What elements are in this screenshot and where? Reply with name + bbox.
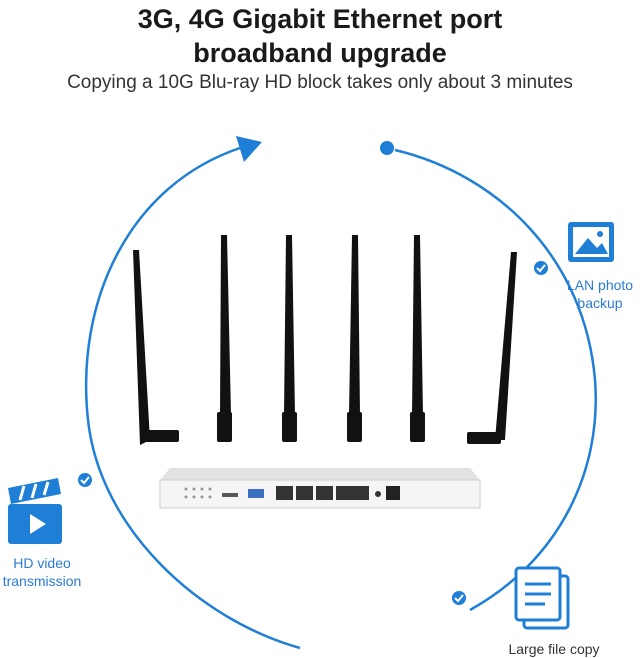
router-body [159,468,481,509]
lan-photo-label-line-2: backup [577,295,623,311]
circular-arc [84,146,597,650]
lan-photo-label: LAN photo backup [555,276,640,312]
headline-line-1: 3G, 4G Gigabit Ethernet port [137,4,503,34]
lan-photo-label-line-1: LAN photo [566,277,634,293]
clapperboard-icon [8,478,62,544]
hd-video-label: HD video transmission [0,554,84,590]
check-icon [78,473,92,487]
check-icon [452,591,466,605]
arrow-head-icon [236,136,262,162]
arc-dot [380,141,394,155]
image-icon [568,222,614,262]
large-file-label-line-1: Large file copy [508,641,600,657]
headline: 3G, 4G Gigabit Ethernet port broadband u… [0,2,640,70]
headline-line-2: broadband upgrade [193,38,447,68]
hd-video-label-line-2: transmission [2,573,82,589]
hd-video-label-line-1: HD video [13,555,71,571]
subheadline: Copying a 10G Blu-ray HD block takes onl… [67,72,573,93]
antennas [133,235,517,445]
document-copy-icon [514,566,570,630]
large-file-label: Large file copy [498,640,610,658]
check-icon [534,261,548,275]
